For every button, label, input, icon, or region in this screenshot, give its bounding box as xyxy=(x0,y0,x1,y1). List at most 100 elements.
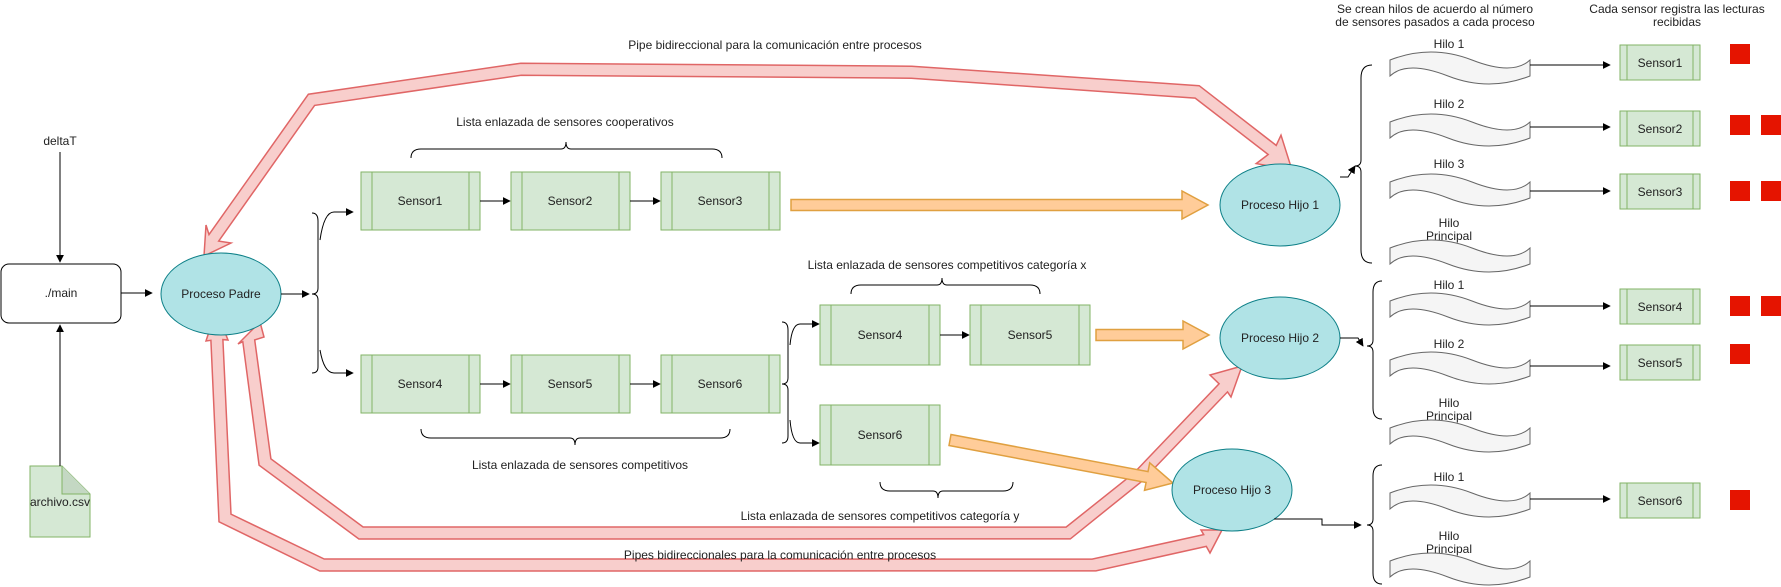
thread-tape-c3-1[interactable] xyxy=(1389,484,1531,518)
list-coop-sensor-1[interactable]: Sensor1 xyxy=(360,171,481,231)
thread-sensor-5-label: Sensor5 xyxy=(1638,356,1683,370)
list-comp-label: Lista enlazada de sensores competitivos xyxy=(472,458,688,472)
thread-tape-c2-main[interactable] xyxy=(1389,419,1531,453)
reading-square xyxy=(1730,344,1750,364)
reading-square xyxy=(1730,296,1750,316)
thread-c1-main-label-1: Hilo xyxy=(1439,216,1460,230)
thread-c3-1-label: Hilo 1 xyxy=(1434,470,1465,484)
thread-sensor-3[interactable]: Sensor3 xyxy=(1619,173,1701,210)
child-process-2-node[interactable]: Proceso Hijo 2 xyxy=(1219,296,1341,380)
thread-tape-c2-2[interactable] xyxy=(1389,351,1531,385)
flow-arrow-list-coop-to-child1 xyxy=(790,189,1210,221)
threads-note-line-2: de sensores pasados a cada proceso xyxy=(1335,15,1535,29)
list-coop-sensor-3-label: Sensor3 xyxy=(698,194,743,208)
child2-to-threads-connector xyxy=(1340,337,1364,347)
readings-row-s4 xyxy=(1730,296,1781,316)
list-cat-y-brace xyxy=(879,481,1014,499)
list-cat-y-sensor-6-label: Sensor6 xyxy=(858,428,903,442)
thread-tape-c2-1[interactable] xyxy=(1389,292,1531,326)
parent-process-node[interactable]: Proceso Padre xyxy=(160,252,282,336)
thread-tape-c1-3[interactable] xyxy=(1389,173,1531,207)
parent-process-label: Proceso Padre xyxy=(181,287,261,301)
readings-row-s1 xyxy=(1730,44,1750,64)
pipe-bottom-label: Pipes bidireccionales para la comunicaci… xyxy=(624,548,936,562)
list-cat-x-label: Lista enlazada de sensores competitivos … xyxy=(808,258,1087,272)
thread-sensor-2-label: Sensor2 xyxy=(1638,122,1683,136)
reading-square xyxy=(1761,296,1781,316)
list-cat-y-label: Lista enlazada de sensores competitivos … xyxy=(741,509,1020,523)
csv-file-node[interactable]: archivo.csv xyxy=(29,465,91,538)
child-process-1-label: Proceso Hijo 1 xyxy=(1241,198,1319,212)
thread-sensor-2[interactable]: Sensor2 xyxy=(1619,110,1701,147)
list-comp-sensor-5[interactable]: Sensor5 xyxy=(510,354,631,414)
thread-tape-c1-main[interactable] xyxy=(1389,239,1531,273)
thread-c2-main-label-2: Principal xyxy=(1426,409,1472,423)
list-coop-sensor-1-label: Sensor1 xyxy=(398,194,443,208)
threads-brace-child1 xyxy=(1354,64,1373,264)
thread-sensor-4[interactable]: Sensor4 xyxy=(1619,288,1701,325)
fork-to-coop-arrow xyxy=(319,208,354,241)
thread-sensor-3-label: Sensor3 xyxy=(1638,185,1683,199)
list-comp-sensor-6-label: Sensor6 xyxy=(698,377,743,391)
reading-square xyxy=(1730,115,1750,135)
thread-sensor-4-label: Sensor4 xyxy=(1638,300,1683,314)
list-cat-x-sensor-5-label: Sensor5 xyxy=(1008,328,1053,342)
flow-arrow-cat-x-to-child2 xyxy=(1095,319,1211,351)
pipe-arrow-parent-child1 xyxy=(203,62,1294,258)
list-coop-sensor-2[interactable]: Sensor2 xyxy=(510,171,631,231)
thread-c1-main-label-2: Principal xyxy=(1426,229,1472,243)
thread-c2-main-label-1: Hilo xyxy=(1439,396,1460,410)
list-coop-label: Lista enlazada de sensores cooperativos xyxy=(456,115,673,129)
child-process-3-label: Proceso Hijo 3 xyxy=(1193,483,1271,497)
flow-arrow-cat-y-to-child3 xyxy=(948,433,1175,492)
delta-t-label: deltaT xyxy=(43,134,77,148)
list-cat-x-brace xyxy=(850,277,1041,295)
thread-tape-c1-2[interactable] xyxy=(1389,113,1531,147)
thread-c3-main-label-1: Hilo xyxy=(1439,529,1460,543)
list-cat-x-sensor-4[interactable]: Sensor4 xyxy=(819,304,941,366)
thread-tape-c3-main[interactable] xyxy=(1389,552,1531,586)
list-comp-sensor-6[interactable]: Sensor6 xyxy=(660,354,781,414)
thread-c2-1-label: Hilo 1 xyxy=(1434,278,1465,292)
list-cat-y-sensor-6[interactable]: Sensor6 xyxy=(819,404,941,466)
main-executable-label: ./main xyxy=(45,286,78,300)
csv-file-label: archivo.csv xyxy=(30,495,90,509)
list-comp-sensor-5-label: Sensor5 xyxy=(548,377,593,391)
fork-brace-parent xyxy=(311,212,319,374)
readings-row-s2 xyxy=(1730,115,1781,135)
fork-to-cat-y-arrow xyxy=(789,419,820,447)
readings-note-line-1: Cada sensor registra las lecturas xyxy=(1589,2,1764,16)
thread-sensor-1-label: Sensor1 xyxy=(1638,56,1683,70)
readings-note-line-2: recibidas xyxy=(1653,15,1701,29)
thread-c3-main-label-2: Principal xyxy=(1426,542,1472,556)
pipe-top-label: Pipe bidireccional para la comunicación … xyxy=(628,38,922,52)
reading-square xyxy=(1730,181,1750,201)
child-process-3-node[interactable]: Proceso Hijo 3 xyxy=(1171,448,1293,532)
thread-sensor-6[interactable]: Sensor6 xyxy=(1619,482,1701,519)
child-process-2-label: Proceso Hijo 2 xyxy=(1241,331,1319,345)
list-cat-x-sensor-5[interactable]: Sensor5 xyxy=(969,304,1091,366)
thread-sensor-6-label: Sensor6 xyxy=(1638,494,1683,508)
thread-tape-c1-1[interactable] xyxy=(1389,51,1531,85)
thread-c1-3-label: Hilo 3 xyxy=(1434,157,1465,171)
list-coop-sensor-2-label: Sensor2 xyxy=(548,194,593,208)
list-comp-sensor-4-label: Sensor4 xyxy=(398,377,443,391)
list-comp-sensor-4[interactable]: Sensor4 xyxy=(360,354,481,414)
fork-to-comp-arrow xyxy=(319,349,354,377)
threads-note-line-1: Se crean hilos de acuerdo al número xyxy=(1337,2,1533,16)
main-executable-node[interactable]: ./main xyxy=(0,263,122,324)
reading-square xyxy=(1761,181,1781,201)
child-process-1-node[interactable]: Proceso Hijo 1 xyxy=(1219,163,1341,247)
readings-row-s3 xyxy=(1730,181,1781,201)
list-coop-sensor-3[interactable]: Sensor3 xyxy=(660,171,781,231)
threads-brace-child3 xyxy=(1366,464,1383,585)
thread-c1-1-label: Hilo 1 xyxy=(1434,37,1465,51)
thread-sensor-5[interactable]: Sensor5 xyxy=(1619,344,1701,381)
fork-brace-categories xyxy=(781,321,789,444)
list-comp-brace xyxy=(420,428,731,446)
thread-sensor-1[interactable]: Sensor1 xyxy=(1619,44,1701,81)
readings-row-s5 xyxy=(1730,344,1750,364)
readings-row-s6 xyxy=(1730,490,1750,510)
reading-square xyxy=(1761,115,1781,135)
